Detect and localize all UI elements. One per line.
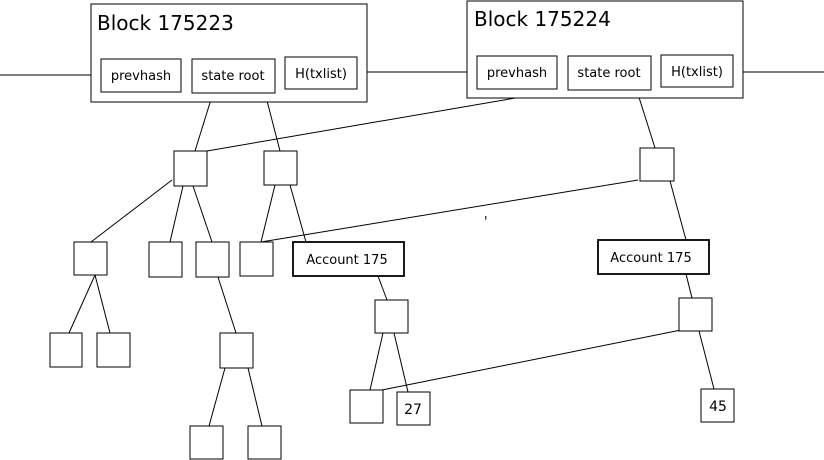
account-175-new: Account 175: [597, 239, 710, 275]
block-175223: Block 175223 prevhash state root H(txlis…: [90, 3, 368, 103]
prevhash-field: [476, 55, 558, 90]
trie-nodes: [49, 147, 713, 460]
state-root-label: state root: [577, 66, 640, 81]
trie-node: [96, 332, 131, 368]
leaf-value: 45: [709, 399, 727, 415]
trie-node: [49, 332, 83, 368]
leaf-value: 27: [404, 402, 422, 418]
block-175224: Block 175224 prevhash state root H(txlis…: [466, 0, 744, 99]
trie-node: [263, 150, 298, 186]
state-root-label: state root: [201, 69, 264, 84]
trie-node: [195, 241, 230, 278]
trie-node: [219, 332, 254, 369]
trie-node: [374, 299, 409, 334]
trie-node: [349, 389, 384, 424]
txlist-hash-field: [660, 54, 734, 88]
trie-node: [189, 425, 224, 460]
txlist-hash-label: H(txlist): [671, 65, 723, 80]
tree-edges: [68, 90, 715, 427]
account-label: Account 175: [610, 251, 691, 266]
prevhash-label: prevhash: [111, 69, 171, 84]
prevhash-label: prevhash: [487, 66, 547, 81]
trie-node: [148, 241, 183, 278]
trie-node: [73, 241, 108, 276]
account-175-old: Account 175: [292, 241, 405, 277]
trie-node: [247, 425, 282, 460]
block-title: Block 175223: [97, 11, 234, 35]
txlist-hash-label: H(txlist): [295, 67, 347, 82]
block-title: Block 175224: [474, 7, 611, 31]
txlist-hash-field: [284, 56, 358, 90]
stray-mark: ': [484, 215, 488, 230]
value-leaf-45: 45: [700, 388, 735, 423]
state-root-field: [191, 58, 276, 94]
account-label: Account 175: [306, 253, 387, 268]
trie-node: [239, 241, 274, 277]
trie-node: [639, 147, 675, 182]
trie-node: [678, 297, 713, 332]
state-root-field: [567, 55, 652, 91]
prevhash-field: [100, 58, 182, 93]
trie-node: [173, 150, 208, 187]
value-leaf-27: 27: [396, 391, 431, 426]
